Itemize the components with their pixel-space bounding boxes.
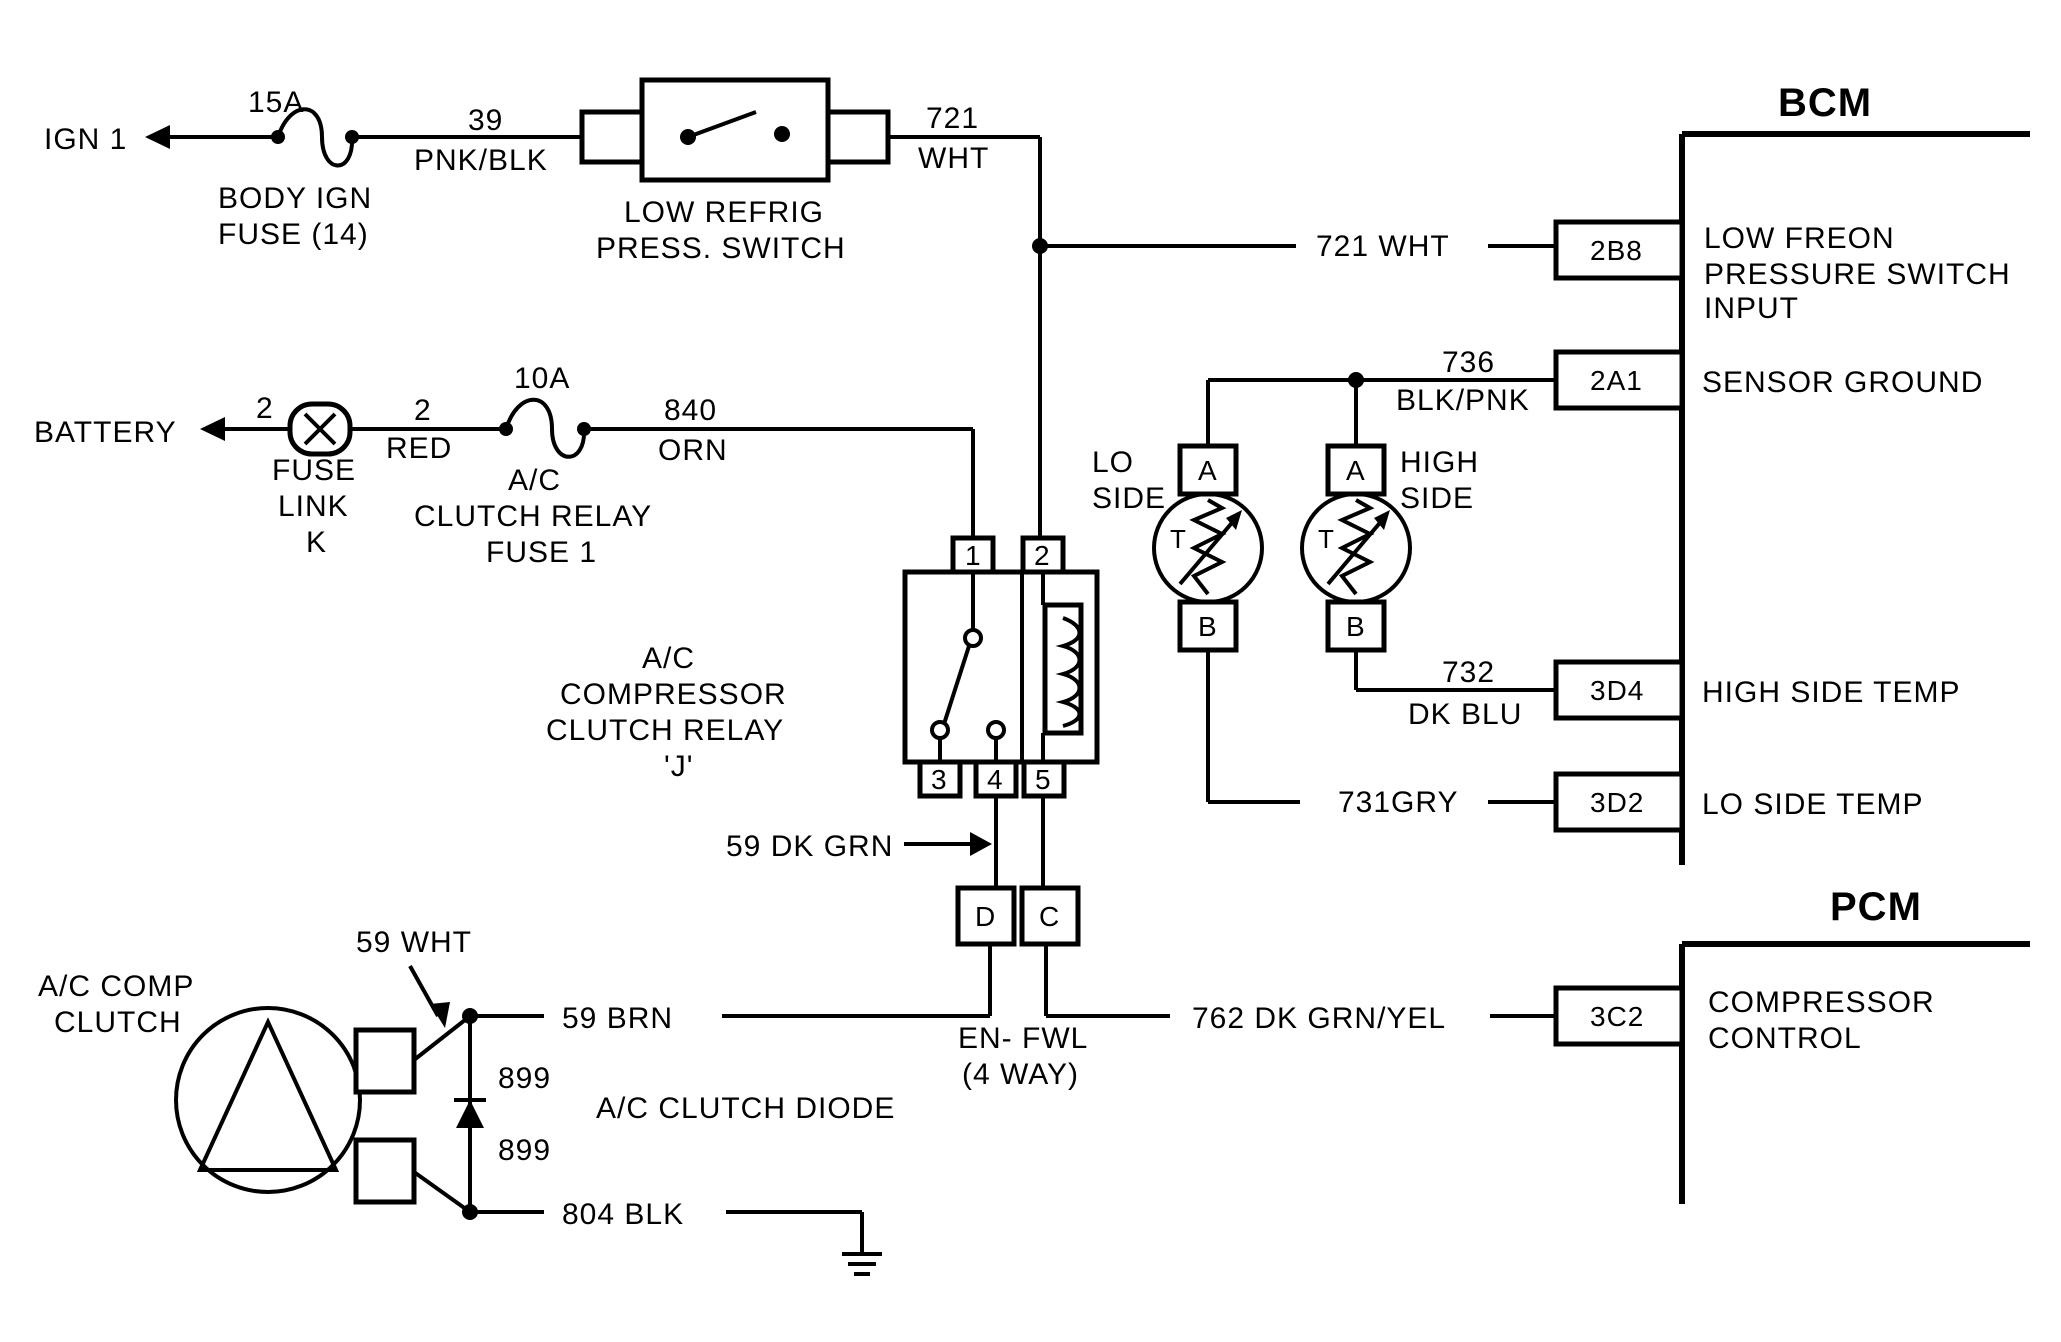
switch-label: LOW REFRIG xyxy=(624,196,824,229)
relay-label-3: CLUTCH RELAY xyxy=(546,714,784,747)
high-side-label: HIGH xyxy=(1400,446,1479,479)
ign1-arrow xyxy=(145,125,170,149)
relay-to-connector-wires: 59 DK GRN xyxy=(726,796,1045,888)
ac-clutch-diode-symbol xyxy=(456,1100,484,1128)
relay-fuse-symbol xyxy=(504,397,587,459)
lo-sensor-pin-a: A xyxy=(1198,455,1218,486)
clutch-diode-label: A/C CLUTCH DIODE xyxy=(596,1092,895,1125)
battery-arrow xyxy=(200,417,225,441)
wire-721-routing: 721 WHT xyxy=(1032,137,1556,540)
bcm-pin-3d2: 3D2 xyxy=(1590,787,1644,818)
ac-compressor-clutch-relay: 1 2 3 4 5 A/C COMPRESSOR CLUTCH RELAY 'J… xyxy=(546,535,1100,799)
relay-fuse-label-3: FUSE 1 xyxy=(486,536,597,569)
ac-comp-clutch: A/C COMP CLUTCH 59 WHT 59 BRN 899 899 A/… xyxy=(38,926,895,1276)
high-sensor-t: T xyxy=(1318,524,1335,554)
bcm-pin-2a1: 2A1 xyxy=(1590,365,1643,396)
wire-731-label: 731GRY xyxy=(1338,786,1459,819)
pcm-pin-3c2-label: COMPRESSOR xyxy=(1708,986,1935,1019)
pcm-pin-3c2: 3C2 xyxy=(1590,1001,1644,1032)
relay-label-2: COMPRESSOR xyxy=(560,678,787,711)
relay-pin-2: 2 xyxy=(1034,540,1051,571)
ground-icon xyxy=(842,1252,882,1276)
ign1-circuit: IGN 1 15A BODY IGN FUSE (14) 39 PNK/BLK xyxy=(44,86,582,251)
relay-pin-4: 4 xyxy=(987,764,1004,795)
relay-label: A/C xyxy=(642,642,695,675)
relay-label-4: 'J' xyxy=(664,750,693,783)
lo-side-label: LO xyxy=(1092,446,1134,479)
relay-pin-5: 5 xyxy=(1035,764,1052,795)
connector-label: EN- FWL xyxy=(958,1022,1088,1055)
lo-sensor-t: T xyxy=(1170,524,1187,554)
wire-899-label-b: 899 xyxy=(498,1134,551,1167)
relay-pin-1: 1 xyxy=(965,540,982,571)
relay-fuse-label-2: CLUTCH RELAY xyxy=(414,500,652,533)
pcm-module: PCM 3C2 COMPRESSOR CONTROL xyxy=(1553,885,2030,1204)
wire-762-label: 762 DK GRN/YEL xyxy=(1192,1002,1446,1035)
fuse-link-label-2: LINK xyxy=(278,490,349,523)
lo-side-label-2: SIDE xyxy=(1092,482,1166,515)
wire-2-color: RED xyxy=(386,432,452,465)
clutch-label-2: CLUTCH xyxy=(54,1006,182,1039)
connector-pin-d: D xyxy=(975,901,996,932)
fuse-10a-label: 10A xyxy=(514,362,570,395)
high-sensor-pin-b: B xyxy=(1346,611,1366,642)
low-refrig-press-switch: LOW REFRIG PRESS. SWITCH 721 WHT xyxy=(579,77,1040,265)
body-ign-fuse-symbol xyxy=(276,107,355,168)
wire-732-color: DK BLU xyxy=(1408,698,1522,731)
bcm-pin-3d2-label: LO SIDE TEMP xyxy=(1702,788,1924,821)
en-fwl-connector: D C EN- FWL (4 WAY) 762 DK GRN/YEL xyxy=(722,885,1556,1091)
fuse-link-label: FUSE xyxy=(272,454,356,487)
bcm-title: BCM xyxy=(1778,81,1872,125)
fuse-link-label-3: K xyxy=(306,526,327,559)
battery-circuit: BATTERY 2 FUSE LINK K 2 RED 10A A/C CLUT… xyxy=(34,362,975,569)
wire-59-dkgrn-arrow xyxy=(970,832,992,856)
fuse-15a-label: 15A xyxy=(248,86,304,119)
bcm-pin-2b8: 2B8 xyxy=(1590,235,1643,266)
bcm-pin-2b8-label: LOW FREON xyxy=(1704,222,1895,255)
body-ign-fuse-label: BODY IGN xyxy=(218,182,372,215)
wire-899-label-a: 899 xyxy=(498,1062,551,1095)
fusible-link-number: 2 xyxy=(256,392,274,425)
relay-pin-3: 3 xyxy=(931,764,948,795)
wire-721-label: 721 xyxy=(926,102,979,135)
wire-732-label: 732 xyxy=(1442,656,1495,689)
ign1-label: IGN 1 xyxy=(44,123,127,156)
wire-840-color: ORN xyxy=(658,434,728,467)
wire-721-color: WHT xyxy=(918,142,989,175)
wire-2-label: 2 xyxy=(414,394,432,427)
wire-59-brn-label: 59 BRN xyxy=(562,1002,673,1035)
temp-sensors: 736 BLK/PNK LO SIDE A T B 731GRY HIGH SI… xyxy=(1092,346,1556,819)
wire-39-label: 39 xyxy=(468,104,503,137)
high-side-label-2: SIDE xyxy=(1400,482,1474,515)
wire-39-color: PNK/BLK xyxy=(414,144,548,177)
bcm-pin-3d4-label: HIGH SIDE TEMP xyxy=(1702,676,1960,709)
connector-pin-c: C xyxy=(1039,901,1060,932)
battery-label: BATTERY xyxy=(34,416,177,449)
pcm-title: PCM xyxy=(1830,885,1922,929)
wire-804-label: 804 BLK xyxy=(562,1198,684,1231)
body-ign-fuse-label-2: FUSE (14) xyxy=(218,218,369,251)
wire-59-dkgrn-label: 59 DK GRN xyxy=(726,830,893,863)
high-sensor-pin-a: A xyxy=(1346,455,1366,486)
bcm-module: BCM 2B8 LOW FREON PRESSURE SWITCH INPUT … xyxy=(1553,81,2030,865)
bcm-pin-3d4: 3D4 xyxy=(1590,675,1644,706)
switch-label-2: PRESS. SWITCH xyxy=(596,232,846,265)
bcm-pin-2b8-label-2: PRESSURE SWITCH xyxy=(1704,258,2011,291)
wire-59-wht-arrow xyxy=(430,1002,450,1028)
pcm-pin-3c2-label-2: CONTROL xyxy=(1708,1022,1862,1055)
relay-fuse-label: A/C xyxy=(508,464,561,497)
connector-label-2: (4 WAY) xyxy=(962,1058,1079,1091)
lo-sensor-pin-b: B xyxy=(1198,611,1218,642)
wire-736-label: 736 xyxy=(1442,346,1495,379)
clutch-label: A/C COMP xyxy=(38,970,194,1003)
wire-736-color: BLK/PNK xyxy=(1396,384,1530,417)
bcm-pin-2b8-label-3: INPUT xyxy=(1704,292,1799,325)
wire-721-bcm-label: 721 WHT xyxy=(1316,230,1450,263)
bcm-pin-2a1-label: SENSOR GROUND xyxy=(1702,366,1983,399)
wire-840-label: 840 xyxy=(664,394,717,427)
wire-59-wht-label: 59 WHT xyxy=(356,926,472,959)
